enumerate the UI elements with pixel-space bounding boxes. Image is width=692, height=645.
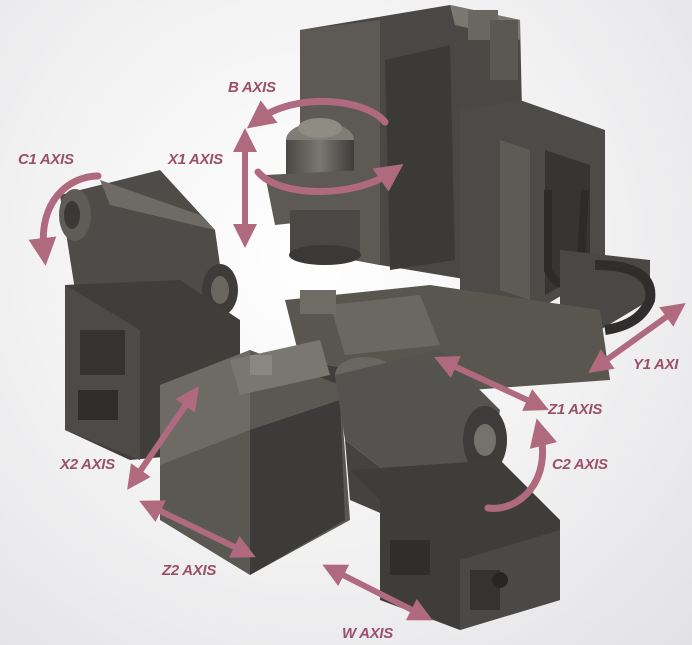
right-column-structure	[460, 100, 656, 335]
x1-axis-label: X1 AXIS	[168, 151, 223, 168]
b-axis-return-arrow	[254, 163, 404, 195]
y1-axis-label: Y1 AXI	[633, 356, 679, 373]
b-axis-label: B AXIS	[228, 79, 276, 96]
axis-arrows	[28, 97, 686, 621]
z2-axis-arrow	[139, 500, 256, 558]
c1-axis-label: C1 AXIS	[18, 151, 74, 168]
w-axis-arrow	[322, 564, 433, 621]
z1-axis-label: Z1 AXIS	[548, 401, 603, 418]
b-axis-arrow	[246, 97, 389, 129]
w-axis-label: W AXIS	[342, 625, 393, 642]
right-lower-base	[350, 460, 560, 630]
z2-axis-label: Z2 AXIS	[162, 562, 217, 579]
x2-axis-arrow	[127, 386, 199, 490]
c2-axis-label: C2 AXIS	[552, 456, 608, 473]
c2-axis-arrow	[484, 418, 557, 512]
b-axis-head	[265, 118, 370, 265]
z1-axis-arrow	[434, 356, 549, 411]
y1-axis-arrow	[588, 303, 686, 373]
x2-axis-label: X2 AXIS	[60, 456, 115, 473]
c1-axis-arrow	[28, 172, 102, 266]
lower-turret	[160, 340, 350, 575]
